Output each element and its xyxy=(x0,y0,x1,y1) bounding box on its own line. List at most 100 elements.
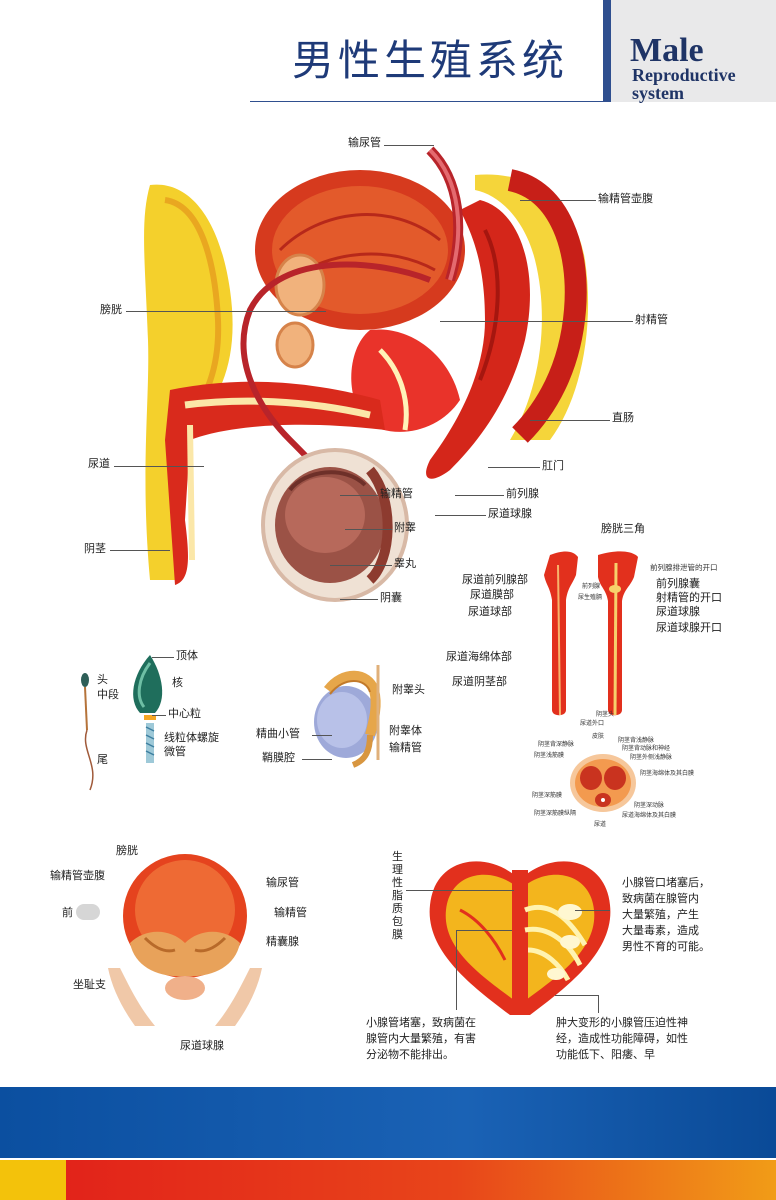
label-spongiosum-albuginea: 尿道海绵体及其白膜 xyxy=(622,812,677,819)
urethra-longitudinal-illustration xyxy=(544,551,638,716)
leader-acrosome xyxy=(152,657,174,658)
label-posterior-bladder: 膀胱 xyxy=(116,844,138,857)
label-physiological-capsule: 生理性脂质包膜 xyxy=(392,850,403,941)
label-septum: 阴茎深筋膜纵隔 xyxy=(534,810,577,817)
english-title-line-1: Male xyxy=(630,32,704,69)
label-seminiferous-tubule: 精曲小管 xyxy=(256,727,300,740)
label-microtubule: 微管 xyxy=(164,745,186,758)
label-penile-urethra: 尿道阴茎部 xyxy=(452,675,507,688)
label-deep-vein: 阴茎背深静脉 xyxy=(538,741,575,748)
leader-centriole xyxy=(152,715,166,716)
leader-anus xyxy=(488,467,540,468)
label-cavernosum-albuginea: 阴茎海绵体及其白膜 xyxy=(640,770,695,777)
title-divider-bar xyxy=(603,0,611,102)
label-external-orifice: 尿道外口 xyxy=(580,720,605,727)
page-title: 男性生殖系统 xyxy=(292,36,569,85)
prostate-bottom-right-line-2: 经，造成性功能障碍，如性 xyxy=(556,1032,688,1045)
label-epididymis: 附睾 xyxy=(394,521,416,534)
footer-blue-band xyxy=(0,1087,776,1160)
leader-vas-deferens xyxy=(340,495,378,496)
label-vas-deferens-testis: 输精管 xyxy=(389,741,422,754)
label-skin: 皮肤 xyxy=(592,733,605,740)
leader-rectum xyxy=(530,420,610,421)
label-prostate: 前列腺 xyxy=(506,487,539,500)
prostate-right-line-2: 致病菌在腺管内 xyxy=(622,892,699,905)
label-deep-fascia: 阴茎深筋膜 xyxy=(532,792,563,799)
posterior-view-illustration xyxy=(108,854,262,1026)
label-lateral-vein: 阴茎外侧浅静脉 xyxy=(630,754,673,761)
label-bladder: 膀胱 xyxy=(100,303,122,316)
label-glans: 阴茎头 xyxy=(596,711,615,718)
label-posterior-vas-deferens: 输精管 xyxy=(274,906,307,919)
label-bulbourethral: 尿道球腺 xyxy=(656,605,700,618)
label-small-prostate: 前列腺 xyxy=(582,583,601,590)
leader-scrotum xyxy=(340,599,378,600)
label-bulbourethral-opening: 尿道球腺开口 xyxy=(656,621,722,634)
leader-bottom-right-h xyxy=(555,995,598,996)
prostate-bottom-left-text: 小腺管堵塞，致病菌在 腺管内大量繁殖，有害 分泌物不能排出。 xyxy=(366,1015,476,1063)
prostate-bottom-left-line-3: 分泌物不能排出。 xyxy=(366,1048,454,1061)
label-ejaculatory-opening: 射精管的开口 xyxy=(656,591,722,604)
leader-capsule xyxy=(406,890,514,891)
label-centriole: 中心粒 xyxy=(168,707,201,720)
leader-tunica-cavity xyxy=(302,759,332,760)
footer-divider xyxy=(0,1158,776,1161)
leader-right-text xyxy=(575,910,610,911)
penis-cross-section-illustration xyxy=(570,754,636,812)
label-prostatic-urethra: 尿道前列腺部 xyxy=(462,573,528,586)
label-small-sphincter: 尿生殖膈 xyxy=(578,594,603,601)
label-trigone: 膀胱三角 xyxy=(601,522,645,535)
leader-bottom-right xyxy=(598,995,599,1013)
label-epididymis-body: 附睾体 xyxy=(389,724,422,737)
label-artery-nerve: 阴茎背动脉和神经 xyxy=(622,745,671,752)
label-rectum: 直肠 xyxy=(612,411,634,424)
english-title-panel xyxy=(611,0,776,102)
label-fascia-superficial: 阴茎浅筋膜 xyxy=(534,752,565,759)
label-prostatic-duct-openings: 前列腺排泄管的开口 xyxy=(650,563,718,572)
leader-prostate xyxy=(455,495,504,496)
label-prostatic-utricle: 前列腺囊 xyxy=(656,577,700,590)
label-posterior-prostate: 前 xyxy=(62,906,73,919)
label-posterior-bulbourethral: 尿道球腺 xyxy=(180,1039,224,1052)
prostate-right-line-4: 大量毒素，造成 xyxy=(622,924,699,937)
leader-seminiferous-tubule xyxy=(312,735,332,736)
label-superficial-vein: 阴茎背浅静脉 xyxy=(618,737,655,744)
label-nucleus: 核 xyxy=(172,676,183,689)
footer-yellow-block xyxy=(0,1160,66,1200)
label-posterior-ampulla: 输精管壶腹 xyxy=(50,869,105,882)
label-head: 头 xyxy=(97,673,108,686)
prostate-right-line-3: 大量繁殖，产生 xyxy=(622,908,699,921)
sagittal-section-illustration xyxy=(144,146,589,602)
leader-testis xyxy=(330,565,392,566)
label-penis: 阴茎 xyxy=(84,542,106,555)
prostate-bottom-right-line-1: 肿大变形的小腺管压迫性神 xyxy=(556,1016,688,1029)
prostate-bottom-left-line-2: 腺管内大量繁殖，有害 xyxy=(366,1032,476,1045)
label-ureter: 输尿管 xyxy=(348,136,381,149)
testis-detail-illustration xyxy=(314,665,381,768)
label-posterior-ureter: 输尿管 xyxy=(266,876,299,889)
label-tail: 尾 xyxy=(97,753,108,766)
label-mitochondrial-sheath: 线粒体螺旋 xyxy=(164,731,219,744)
prostate-diagram xyxy=(429,861,611,1015)
label-acrosome: 顶体 xyxy=(176,649,198,662)
prostate-bottom-right-text: 肿大变形的小腺管压迫性神 经，造成性功能障碍，如性 功能低下、阳痿、早 xyxy=(556,1015,688,1063)
blurred-patch xyxy=(76,904,100,920)
prostate-bottom-left-line-1: 小腺管堵塞，致病菌在 xyxy=(366,1016,476,1029)
label-ampulla: 输精管壶腹 xyxy=(598,192,653,205)
english-title-line-2: Reproductive xyxy=(632,65,736,85)
label-ischial-ramus: 坐耻支 xyxy=(73,978,106,991)
leader-epididymis xyxy=(345,529,392,530)
label-ejaculatory-duct: 射精管 xyxy=(635,313,668,326)
label-tunica-cavity: 鞘膜腔 xyxy=(262,751,295,764)
label-testis: 睾丸 xyxy=(394,557,416,570)
leader-ureter xyxy=(384,145,434,146)
label-scrotum: 阴囊 xyxy=(380,591,402,604)
label-deep-artery: 阴茎深动脉 xyxy=(634,802,665,809)
label-bulbourethral-gland: 尿道球腺 xyxy=(488,507,532,520)
leader-ampulla xyxy=(520,200,596,201)
prostate-right-text: 小腺管口堵塞后， 致病菌在腺管内 大量繁殖，产生 大量毒素，造成 男性不育的可能… xyxy=(622,875,710,955)
title-underline xyxy=(250,101,776,102)
leader-ejaculatory-duct xyxy=(440,321,633,322)
label-membranous-urethra: 尿道膜部 xyxy=(470,588,514,601)
label-anus: 肛门 xyxy=(542,459,564,472)
